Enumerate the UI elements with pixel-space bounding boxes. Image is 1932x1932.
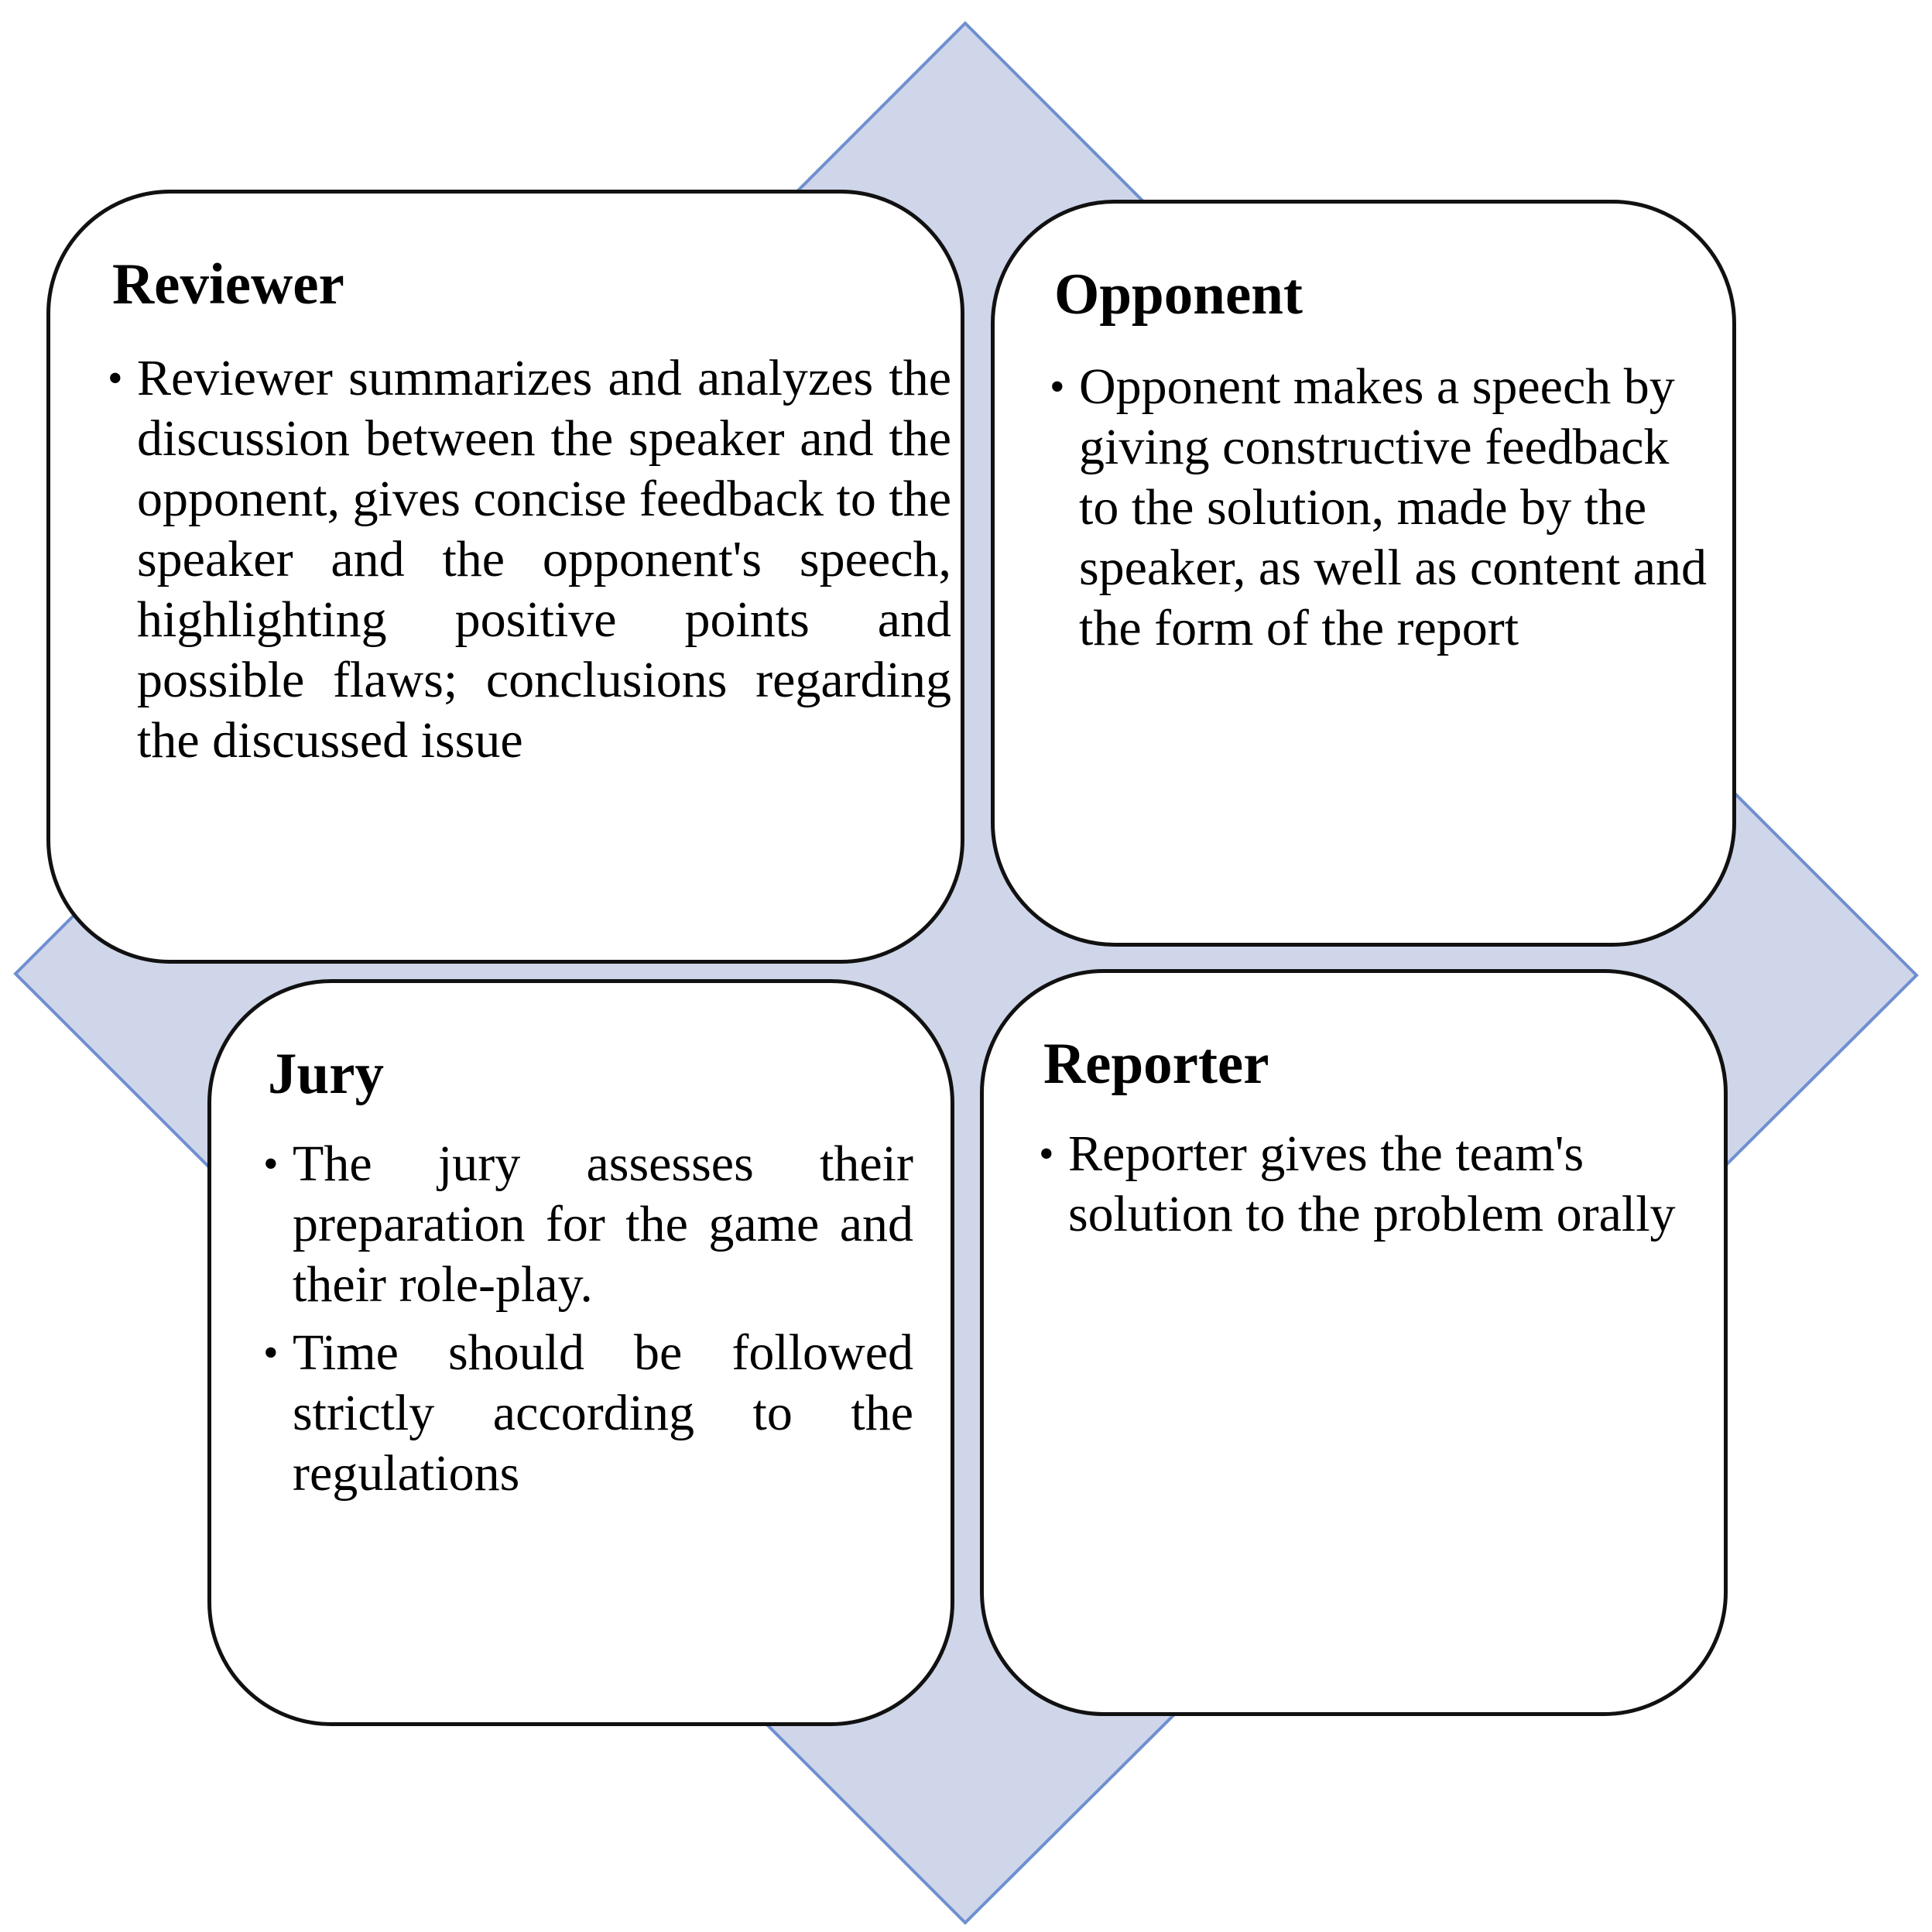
- opponent-bullet-list: Opponent makes a speech by giving constr…: [1050, 357, 1708, 659]
- jury-bullet: Time should be followed strictly accordi…: [263, 1323, 913, 1504]
- reviewer-card: Reviewer Reviewer summarizes and analyze…: [46, 190, 964, 964]
- opponent-card: Opponent Opponent makes a speech by givi…: [991, 200, 1736, 947]
- jury-title: Jury: [268, 1042, 384, 1106]
- reporter-card: Reporter Reporter gives the team's solut…: [980, 969, 1728, 1716]
- reviewer-bullet-list: Reviewer summarizes and analyzes the dis…: [108, 348, 951, 771]
- reviewer-bullet: Reviewer summarizes and analyzes the dis…: [108, 348, 951, 771]
- jury-card: Jury The jury assesses their preparation…: [207, 979, 954, 1726]
- reporter-title: Reporter: [1043, 1032, 1269, 1096]
- reporter-bullet-list: Reporter gives the team's solution to th…: [1039, 1124, 1697, 1245]
- reviewer-title: Reviewer: [112, 252, 344, 317]
- opponent-bullet: Opponent makes a speech by giving constr…: [1050, 357, 1708, 659]
- reporter-bullet: Reporter gives the team's solution to th…: [1039, 1124, 1697, 1245]
- opponent-title: Opponent: [1054, 262, 1303, 327]
- jury-bullet-list: The jury assesses their preparation for …: [263, 1134, 913, 1504]
- jury-bullet: The jury assesses their preparation for …: [263, 1134, 913, 1315]
